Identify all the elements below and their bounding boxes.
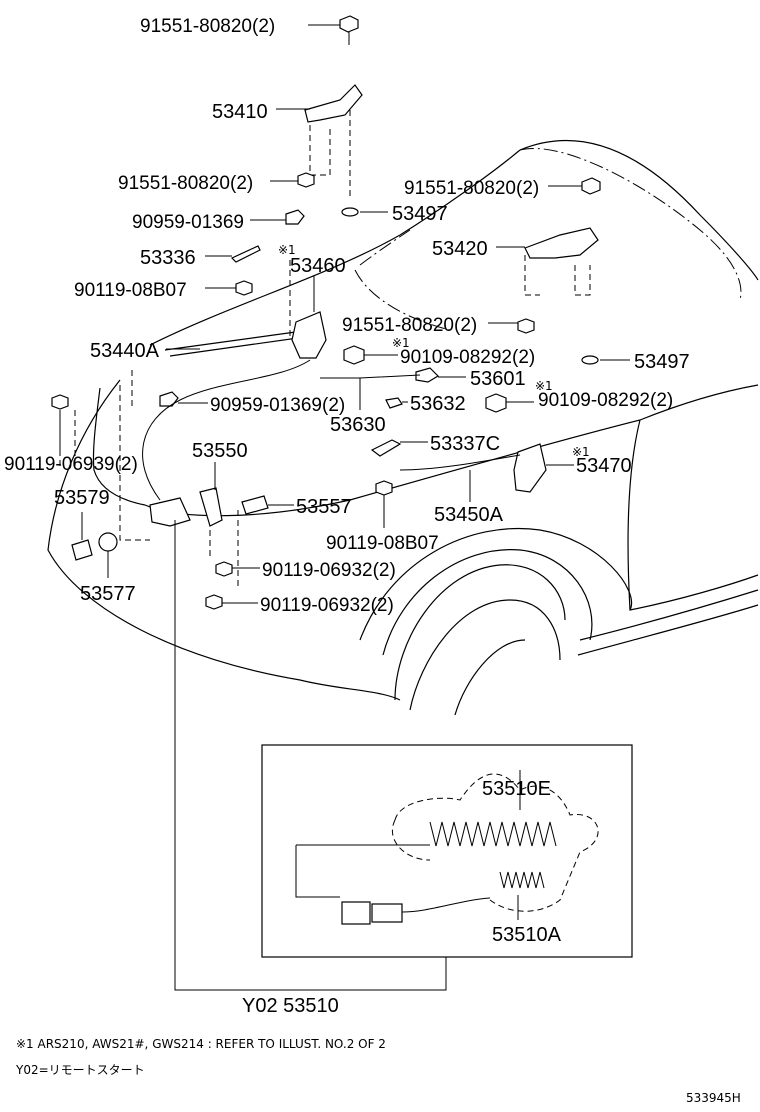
part-number-label: 53630 bbox=[330, 414, 386, 436]
cushion-icon bbox=[71, 539, 93, 561]
hood-hinge-right-icon bbox=[524, 227, 599, 259]
part-number-label: 90119-06932(2) bbox=[260, 595, 394, 616]
bolt-icon bbox=[581, 177, 601, 195]
clip-icon bbox=[159, 391, 179, 407]
part-number-label: 53557 bbox=[296, 496, 352, 518]
connector-spring-icon bbox=[499, 871, 545, 889]
part-number-label: 53550 bbox=[192, 440, 248, 462]
parts-graphics bbox=[51, 15, 601, 610]
footnotes: ※1 ARS210, AWS21#, GWS214 : REFER TO ILL… bbox=[15, 1037, 741, 1105]
support-rod-icon bbox=[230, 245, 261, 263]
latch-bracket-icon bbox=[199, 487, 223, 527]
switch-callout-line bbox=[174, 520, 447, 991]
part-number-label: 53450A bbox=[434, 504, 504, 526]
bolt-icon bbox=[375, 480, 393, 496]
part-number-label: Y02 53510 bbox=[242, 995, 339, 1017]
part-labels: 91551-80820(2) 53410 91551-80820(2) 5349… bbox=[4, 16, 690, 1017]
bolt-icon bbox=[51, 394, 69, 410]
bolt-icon bbox=[485, 393, 507, 413]
latch-bracket-icon bbox=[241, 495, 269, 515]
bolt-icon bbox=[297, 172, 315, 188]
washer-icon bbox=[341, 207, 359, 217]
inset-frame bbox=[261, 744, 633, 958]
cushion-icon bbox=[98, 532, 118, 552]
bolt-icon bbox=[517, 318, 535, 334]
part-number-label: 90109-08292(2) bbox=[538, 390, 673, 411]
part-number-label: 53579 bbox=[54, 487, 110, 509]
ref-mark: ※1 bbox=[392, 336, 410, 350]
vehicle-body-outline bbox=[47, 139, 759, 716]
part-number-label: 53420 bbox=[432, 238, 488, 260]
ref-mark: ※1 bbox=[535, 379, 553, 393]
footnote-remote-start: Y02=リモートスタート bbox=[15, 1063, 145, 1077]
illustration-id: 533945H bbox=[686, 1091, 741, 1105]
part-number-label: 53632 bbox=[410, 393, 466, 415]
part-number-label: 53460 bbox=[290, 255, 346, 277]
release-cable-line bbox=[142, 359, 311, 501]
part-number-label: 91551-80820(2) bbox=[404, 178, 539, 199]
ref-mark: ※1 bbox=[278, 243, 296, 257]
bolt-icon bbox=[339, 15, 359, 45]
part-number-label: 53497 bbox=[392, 203, 448, 225]
bolt-icon bbox=[215, 561, 233, 577]
part-number-label: 90119-08B07 bbox=[326, 533, 439, 554]
washer-icon bbox=[581, 355, 599, 365]
spring-coil-icon bbox=[429, 821, 557, 847]
bolt-icon bbox=[205, 594, 223, 610]
leader-lines bbox=[59, 24, 630, 991]
hood-lock-icon bbox=[291, 311, 327, 359]
part-number-label: 53440A bbox=[90, 340, 160, 362]
part-number-label: 53497 bbox=[634, 351, 690, 373]
part-number-label: 91551-80820(2) bbox=[118, 173, 253, 194]
part-number-label: 53577 bbox=[80, 583, 136, 605]
hood-switch-icon bbox=[149, 497, 191, 527]
part-number-label: 53470 bbox=[576, 455, 632, 477]
part-number-label: 53510A bbox=[492, 924, 562, 946]
bolt-icon bbox=[235, 280, 253, 296]
part-number-label: 90959-01369 bbox=[132, 212, 244, 233]
part-number-label: 90119-06939(2) bbox=[4, 454, 138, 475]
support-rod-icon bbox=[370, 439, 402, 457]
part-number-label: 53601 bbox=[470, 368, 526, 390]
hood-lock-icon bbox=[513, 443, 547, 493]
part-number-label: 53336 bbox=[140, 247, 196, 269]
clip-icon bbox=[285, 209, 305, 225]
connector-icon bbox=[341, 901, 371, 925]
part-number-label: 90119-06932(2) bbox=[262, 560, 396, 581]
part-number-label: 90109-08292(2) bbox=[400, 347, 535, 368]
switch-detail-inset bbox=[261, 744, 633, 958]
clip-icon bbox=[385, 397, 403, 409]
bolt-icon bbox=[343, 345, 365, 365]
part-number-label: 90119-08B07 bbox=[74, 280, 187, 301]
part-number-label: 90959-01369(2) bbox=[210, 395, 345, 416]
part-number-label: 91551-80820(2) bbox=[140, 16, 275, 37]
clip-icon bbox=[415, 367, 439, 383]
hood-hinge-left-icon bbox=[304, 84, 363, 123]
dashed-guides bbox=[59, 110, 591, 590]
part-number-label: 53410 bbox=[212, 101, 268, 123]
connector-icon bbox=[371, 903, 403, 923]
part-number-label: 53337C bbox=[430, 433, 500, 455]
part-number-label: 53510E bbox=[482, 778, 551, 800]
ref-mark: ※1 bbox=[572, 445, 590, 459]
part-number-label: 91551-80820(2) bbox=[342, 315, 477, 336]
footnote-applicability: ※1 ARS210, AWS21#, GWS214 : REFER TO ILL… bbox=[16, 1037, 386, 1051]
